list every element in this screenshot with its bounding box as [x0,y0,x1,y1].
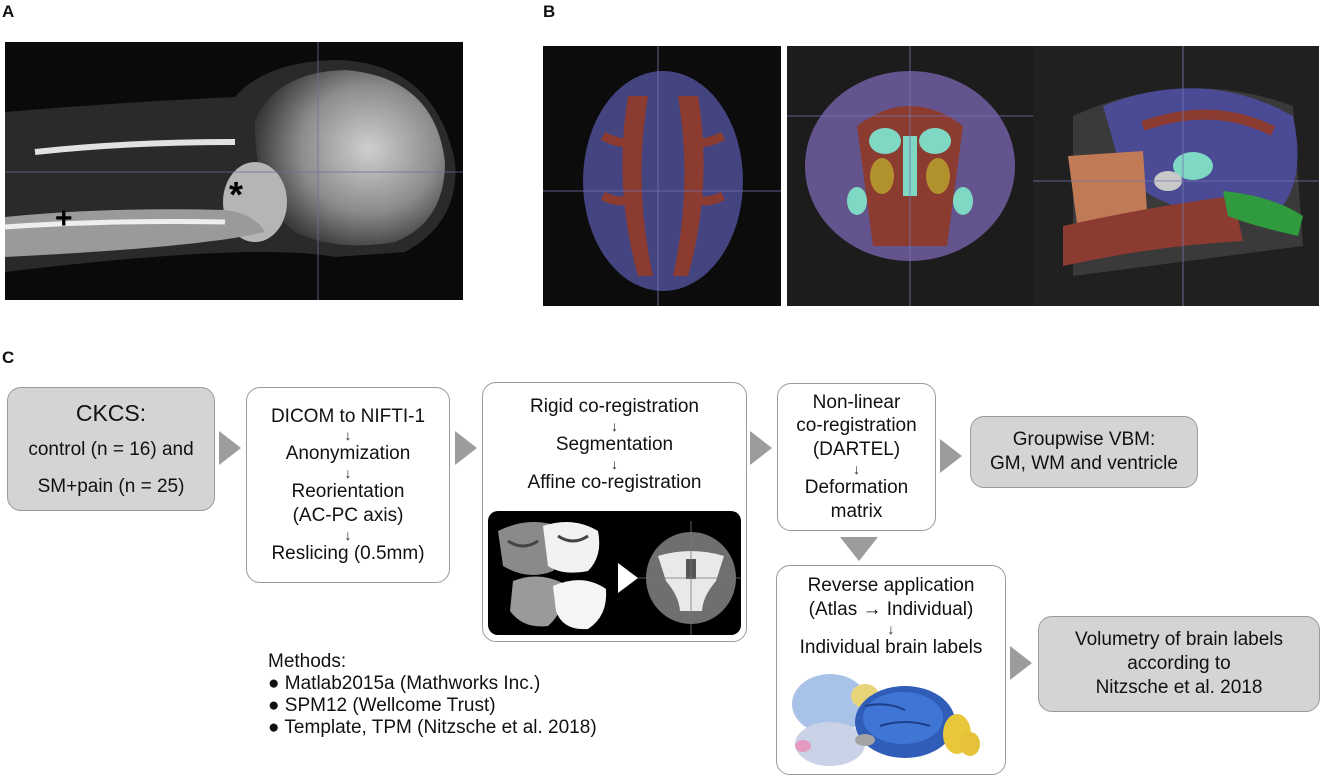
cohort-box: CKCS: control (n = 16) and SM+pain (n = … [7,387,215,511]
flow-connector-arrow [1010,646,1032,680]
down-arrow-icon: ↓ [853,460,860,477]
step-anonymization: Anonymization [285,443,411,465]
volumetry-box: Volumetry of brain labels according to N… [1038,616,1320,712]
coronal-segmentation-image [787,46,1033,306]
vbm-title: Groupwise VBM: [1012,429,1156,451]
bullet-icon: ● [268,717,280,738]
flow-connector-arrow [455,431,477,465]
step-atlas-to-individual: (Atlas → Individual) [808,598,974,620]
step-rigid-coregistration: Rigid co-registration [530,396,699,417]
bullet-icon: ● [268,673,280,694]
step-matrix: matrix [830,500,883,522]
flow-connector-arrow [750,431,772,465]
down-arrow-icon: ↓ [344,526,352,543]
methods-item: ● SPM12 (Wellcome Trust) [268,695,597,717]
methods-item-text: Matlab2015a (Mathworks Inc.) [284,673,541,694]
down-arrow-icon: ↓ [611,417,618,434]
down-arrow-icon: ↓ [887,620,895,637]
step-reorientation-axis: (AC-PC axis) [292,504,404,526]
methods-item: ● Template, TPM (Nitzsche et al. 2018) [268,717,597,739]
flow-connector-arrow-down [840,537,878,561]
volumetry-title: Volumetry of brain labels [1074,629,1284,651]
down-arrow-icon: ↓ [344,427,352,444]
volumetry-reference: Nitzsche et al. 2018 [1095,676,1263,698]
brain-labels-3d-image [785,666,997,770]
methods-item-text: Template, TPM (Nitzsche et al. 2018) [284,717,597,738]
step-coregistration: co-registration [796,415,917,437]
reverse-application-box: Reverse application (Atlas → Individual)… [776,565,1006,775]
dartel-box: Non-linear co-registration (DARTEL) ↓ De… [777,383,936,531]
asterisk-marker: * [229,174,244,215]
methods-list: Methods: ● Matlab2015a (Mathworks Inc.) … [268,651,597,739]
step-individual-labels: Individual brain labels [799,636,983,658]
cohort-sm-pain: SM+pain (n = 25) [37,476,185,498]
step-deformation: Deformation [804,476,909,498]
step-nonlinear: Non-linear [812,391,901,413]
methods-item: ● Matlab2015a (Mathworks Inc.) [268,673,597,695]
axial-segmentation-image [543,46,781,306]
methods-item-text: SPM12 (Wellcome Trust) [284,695,496,716]
vbm-tissues: GM, WM and ventricle [990,453,1178,474]
step-reorientation: Reorientation [291,481,405,503]
panel-label-a: A [2,2,15,21]
vbm-box: Groupwise VBM: GM, WM and ventricle [970,416,1198,488]
panel-label-b: B [543,2,556,21]
down-arrow-icon: ↓ [611,455,618,472]
step-dartel: (DARTEL) [812,439,901,461]
sagittal-segmentation-image [1033,46,1319,306]
panel-label-c: C [2,348,15,367]
registration-box: Rigid co-registration ↓ Segmentation ↓ A… [482,382,747,642]
cohort-title: CKCS: [75,399,147,426]
flow-connector-arrow [219,431,241,465]
step-reverse-application: Reverse application [807,575,975,596]
preprocessing-box: DICOM to NIFTI-1 ↓ Anonymization ↓ Reori… [246,387,450,583]
volumetry-according: according to [1127,653,1231,675]
segmentation-thumbnail [488,511,741,635]
bullet-icon: ● [268,695,280,716]
step-segmentation: Segmentation [555,433,674,455]
plus-marker: + [55,202,73,235]
sagittal-mri-image: + * [5,42,463,300]
step-affine-coregistration: Affine co-registration [527,471,702,493]
step-reslicing: Reslicing (0.5mm) [271,542,425,564]
down-arrow-icon: ↓ [344,465,352,482]
methods-heading: Methods: [268,651,347,672]
flow-connector-arrow [940,439,962,473]
step-dicom-to-nifti: DICOM to NIFTI-1 [270,405,426,427]
cohort-control: control (n = 16) and [28,438,194,460]
